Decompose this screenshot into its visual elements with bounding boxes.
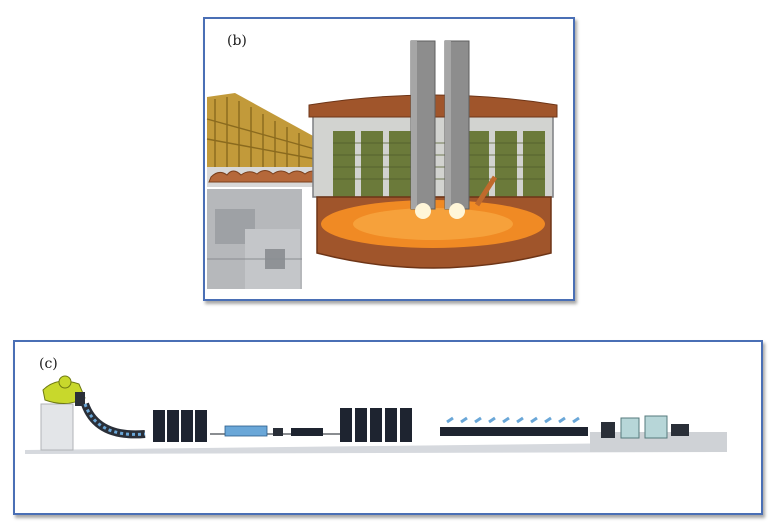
scrap-charging-gantry: [206, 93, 316, 169]
ladle-turret: [40, 375, 86, 451]
graphite-electrodes: [410, 40, 470, 219]
panel-b-electric-arc-furnace: (b): [203, 17, 575, 301]
rolling-line-illustration: [25, 375, 727, 454]
roughing-mill-stands: [153, 410, 207, 442]
panel-c-casting-rolling-line: (c): [13, 340, 763, 515]
oxygen-lance: [474, 175, 498, 207]
gray-base-machinery: [207, 189, 302, 289]
down-coilers: [601, 415, 689, 439]
panel-c-label: (c): [39, 356, 58, 372]
strip-line-1: [210, 425, 340, 437]
curved-caster-strand: [81, 402, 146, 439]
finishing-mill-stands: [340, 408, 412, 442]
panel-b-label: (b): [227, 33, 247, 49]
furnace-illustration: [206, 40, 558, 289]
run-out-table-cooling: [440, 416, 588, 436]
